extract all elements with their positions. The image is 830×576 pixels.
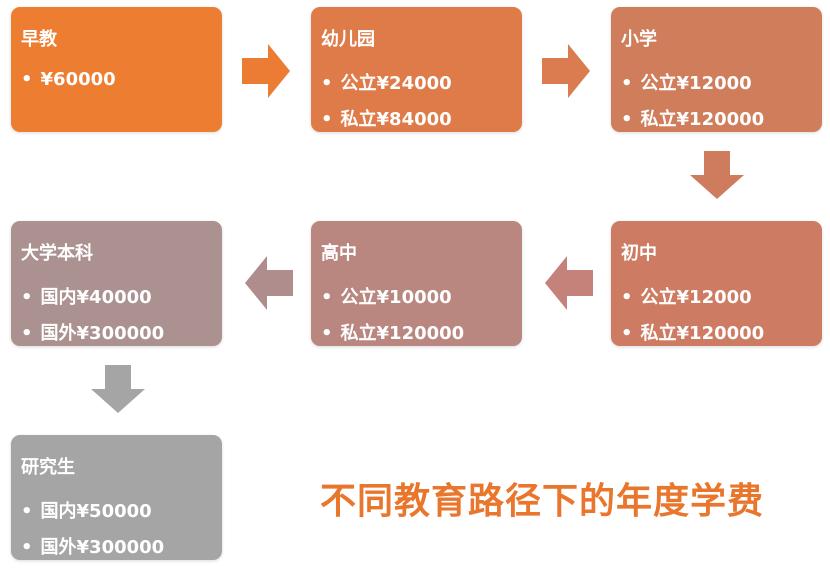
item-text: 公立¥12000 bbox=[640, 73, 752, 94]
item-text: 国外¥300000 bbox=[40, 323, 165, 344]
stage-box-early-education: 早教 • ¥60000 bbox=[11, 7, 222, 132]
bullet: • bbox=[321, 287, 333, 308]
stage-item: • 私立¥120000 bbox=[621, 105, 764, 131]
diagram-title: 不同教育路径下的年度学费 bbox=[320, 481, 765, 522]
bullet: • bbox=[321, 73, 333, 94]
arrow-right-icon bbox=[242, 44, 290, 98]
item-text: 私立¥120000 bbox=[340, 323, 465, 344]
item-text: 私立¥120000 bbox=[640, 109, 765, 130]
bullet: • bbox=[621, 287, 633, 308]
stage-title: 高中 bbox=[321, 243, 357, 264]
stage-box-graduate: 研究生 • 国内¥50000 • 国外¥300000 bbox=[11, 435, 222, 560]
bullet: • bbox=[321, 109, 333, 130]
stage-box-undergraduate: 大学本科 • 国内¥40000 • 国外¥300000 bbox=[11, 221, 222, 346]
stage-item: • 公立¥12000 bbox=[621, 283, 752, 309]
arrow-down-icon bbox=[690, 151, 744, 199]
bullet: • bbox=[21, 69, 33, 90]
stage-title: 大学本科 bbox=[21, 243, 93, 264]
stage-item: • 国内¥50000 bbox=[21, 497, 152, 523]
stage-item: • ¥60000 bbox=[21, 69, 116, 90]
item-text: ¥60000 bbox=[40, 69, 116, 90]
stage-title: 小学 bbox=[621, 29, 657, 50]
item-text: 私立¥84000 bbox=[340, 109, 452, 130]
item-text: 私立¥120000 bbox=[640, 323, 765, 344]
stage-item: • 公立¥24000 bbox=[321, 69, 452, 95]
stage-box-junior-high: 初中 • 公立¥12000 • 私立¥120000 bbox=[611, 221, 822, 346]
item-text: 公立¥10000 bbox=[340, 287, 452, 308]
bullet: • bbox=[621, 109, 633, 130]
stage-title: 早教 bbox=[21, 29, 57, 50]
stage-item: • 公立¥10000 bbox=[321, 283, 452, 309]
arrow-right-icon bbox=[542, 44, 590, 98]
bullet: • bbox=[21, 287, 33, 308]
bullet: • bbox=[21, 323, 33, 344]
item-text: 国内¥50000 bbox=[40, 501, 152, 522]
stage-title: 幼儿园 bbox=[321, 29, 375, 50]
bullet: • bbox=[621, 73, 633, 94]
stage-item: • 公立¥12000 bbox=[621, 69, 752, 95]
bullet: • bbox=[321, 323, 333, 344]
stage-item: • 国内¥40000 bbox=[21, 283, 152, 309]
bullet: • bbox=[21, 501, 33, 522]
stage-item: • 私立¥120000 bbox=[321, 319, 464, 345]
stage-box-senior-high: 高中 • 公立¥10000 • 私立¥120000 bbox=[311, 221, 522, 346]
stage-box-primary: 小学 • 公立¥12000 • 私立¥120000 bbox=[611, 7, 822, 132]
arrow-left-icon bbox=[245, 256, 293, 310]
item-text: 国外¥300000 bbox=[40, 537, 165, 558]
item-text: 公立¥24000 bbox=[340, 73, 452, 94]
stage-item: • 私立¥84000 bbox=[321, 105, 452, 131]
stage-title: 初中 bbox=[621, 243, 657, 264]
stage-title: 研究生 bbox=[21, 457, 75, 478]
arrow-down-icon bbox=[91, 365, 145, 413]
bullet: • bbox=[21, 537, 33, 558]
stage-box-kindergarten: 幼儿园 • 公立¥24000 • 私立¥84000 bbox=[311, 7, 522, 132]
stage-item: • 国外¥300000 bbox=[21, 533, 164, 559]
stage-item: • 私立¥120000 bbox=[621, 319, 764, 345]
bullet: • bbox=[621, 323, 633, 344]
arrow-left-icon bbox=[545, 256, 593, 310]
item-text: 国内¥40000 bbox=[40, 287, 152, 308]
stage-item: • 国外¥300000 bbox=[21, 319, 164, 345]
item-text: 公立¥12000 bbox=[640, 287, 752, 308]
